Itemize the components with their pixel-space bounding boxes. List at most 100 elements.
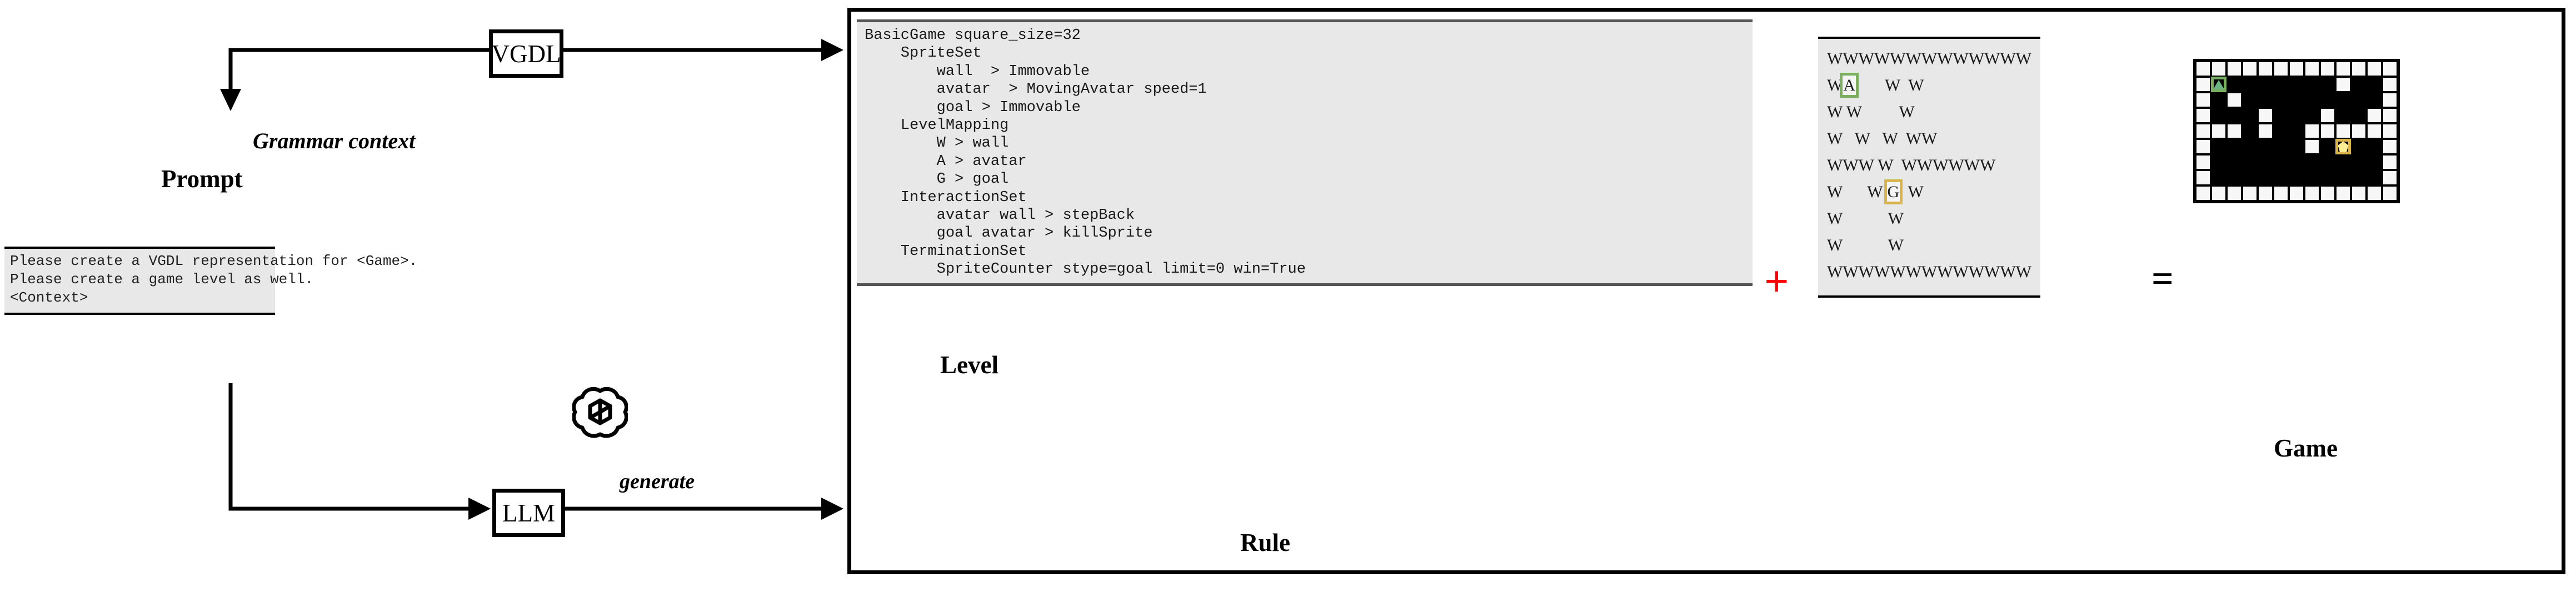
- empty-tile: [2304, 108, 2320, 123]
- wall-tile: [2195, 123, 2211, 139]
- wall-tile: [2195, 108, 2211, 123]
- empty-tile: [2289, 108, 2304, 123]
- rule-code-line: goal > Immovable: [865, 99, 1081, 116]
- rule-code-line: avatar > MovingAvatar speed=1: [865, 81, 1207, 98]
- wall-tile: [2226, 92, 2242, 108]
- rule-code-line: A > avatar: [865, 153, 1027, 170]
- empty-tile: [2320, 154, 2335, 170]
- rule-code-line: InteractionSet: [865, 189, 1027, 206]
- wall-tile: [2273, 61, 2289, 77]
- empty-tile: [2304, 170, 2320, 185]
- empty-tile: [2211, 139, 2226, 154]
- empty-tile: [2273, 77, 2289, 92]
- wall-tile: [2367, 61, 2382, 77]
- level-row: W W: [1827, 236, 1904, 254]
- empty-tile: [2258, 170, 2273, 185]
- empty-tile: [2258, 92, 2273, 108]
- empty-tile: [2289, 77, 2304, 92]
- wall-tile: [2382, 61, 2398, 77]
- rule-code-line: SpriteCounter stype=goal limit=0 win=Tru…: [865, 261, 1306, 278]
- wall-tile: [2195, 170, 2211, 185]
- rule-code-line: W > wall: [865, 135, 1009, 152]
- wall-tile: [2320, 185, 2335, 201]
- empty-tile: [2335, 170, 2351, 185]
- empty-tile: [2367, 154, 2382, 170]
- wall-tile: [2382, 154, 2398, 170]
- empty-tile: [2320, 92, 2335, 108]
- plus-operator-icon: +: [1764, 257, 1789, 305]
- llm-node-box: LLM: [492, 489, 565, 537]
- wall-tile: [2335, 123, 2351, 139]
- avatar-triangle-icon: [2213, 79, 2224, 89]
- empty-tile: [2289, 170, 2304, 185]
- empty-tile: [2367, 139, 2382, 154]
- wall-tile: [2242, 185, 2258, 201]
- openai-logo-icon: [572, 387, 628, 438]
- empty-tile: [2304, 92, 2320, 108]
- level-row-text: W: [1827, 76, 1843, 94]
- rule-code-line: TerminationSet: [865, 243, 1027, 260]
- empty-tile: [2258, 154, 2273, 170]
- empty-tile: [2367, 77, 2382, 92]
- wall-tile: [2226, 61, 2242, 77]
- level-row: W W W WW: [1827, 129, 1938, 148]
- empty-tile: [2351, 108, 2367, 123]
- empty-tile: [2242, 123, 2258, 139]
- wall-tile: [2211, 123, 2226, 139]
- empty-tile: [2273, 154, 2289, 170]
- empty-tile: [2351, 77, 2367, 92]
- prompt-line: Please create a game level as well.: [10, 271, 314, 288]
- goal-pentagon-icon: [2338, 141, 2349, 152]
- empty-tile: [2242, 108, 2258, 123]
- level-row-text: W W: [1856, 76, 1924, 94]
- empty-tile: [2351, 139, 2367, 154]
- wall-tile: [2195, 77, 2211, 92]
- wall-tile: [2351, 61, 2367, 77]
- empty-tile: [2273, 92, 2289, 108]
- empty-tile: [2289, 92, 2304, 108]
- wall-tile: [2335, 185, 2351, 201]
- wall-tile: [2351, 185, 2367, 201]
- empty-tile: [2242, 92, 2258, 108]
- empty-tile: [2320, 170, 2335, 185]
- wall-tile: [2382, 123, 2398, 139]
- level-section: WWWWWWWWWWWWW WA W W W W W W W W WW WWW …: [1818, 37, 2040, 298]
- wall-tile: [2320, 108, 2335, 123]
- wall-tile: [2320, 61, 2335, 77]
- rule-code-line: LevelMapping: [865, 117, 1009, 134]
- wall-tile: [2273, 185, 2289, 201]
- wall-tile: [2367, 108, 2382, 123]
- level-row: W W G W: [1827, 179, 2040, 205]
- rule-code-line: wall > Immovable: [865, 63, 1090, 80]
- empty-tile: [2367, 170, 2382, 185]
- level-row-text: W W: [1827, 183, 1887, 201]
- level-row: W W W: [1827, 103, 1915, 121]
- wall-tile: [2289, 185, 2304, 201]
- wall-tile: [2195, 92, 2211, 108]
- wall-tile: [2367, 185, 2382, 201]
- empty-tile: [2258, 139, 2273, 154]
- wall-tile: [2351, 123, 2367, 139]
- wall-tile: [2382, 77, 2398, 92]
- wall-tile: [2320, 123, 2335, 139]
- level-caption: Level: [940, 351, 999, 379]
- empty-tile: [2351, 92, 2367, 108]
- wall-tile: [2195, 139, 2211, 154]
- wall-tile: [2258, 185, 2273, 201]
- wall-tile: [2367, 123, 2382, 139]
- empty-tile: [2320, 139, 2335, 154]
- level-ascii-block: WWWWWWWWWWWWW WA W W W W W W W W WW WWW …: [1818, 37, 2040, 298]
- empty-tile: [2335, 108, 2351, 123]
- wall-tile: [2258, 123, 2273, 139]
- empty-tile: [2211, 154, 2226, 170]
- empty-tile: [2304, 77, 2320, 92]
- game-tile-grid: [2193, 59, 2400, 203]
- empty-tile: [2273, 108, 2289, 123]
- wall-tile: [2195, 61, 2211, 77]
- avatar-cell-highlight: A: [1840, 73, 1859, 98]
- wall-tile: [2289, 61, 2304, 77]
- wall-tile: [2382, 92, 2398, 108]
- wall-tile: [2382, 170, 2398, 185]
- empty-tile: [2211, 92, 2226, 108]
- empty-tile: [2273, 139, 2289, 154]
